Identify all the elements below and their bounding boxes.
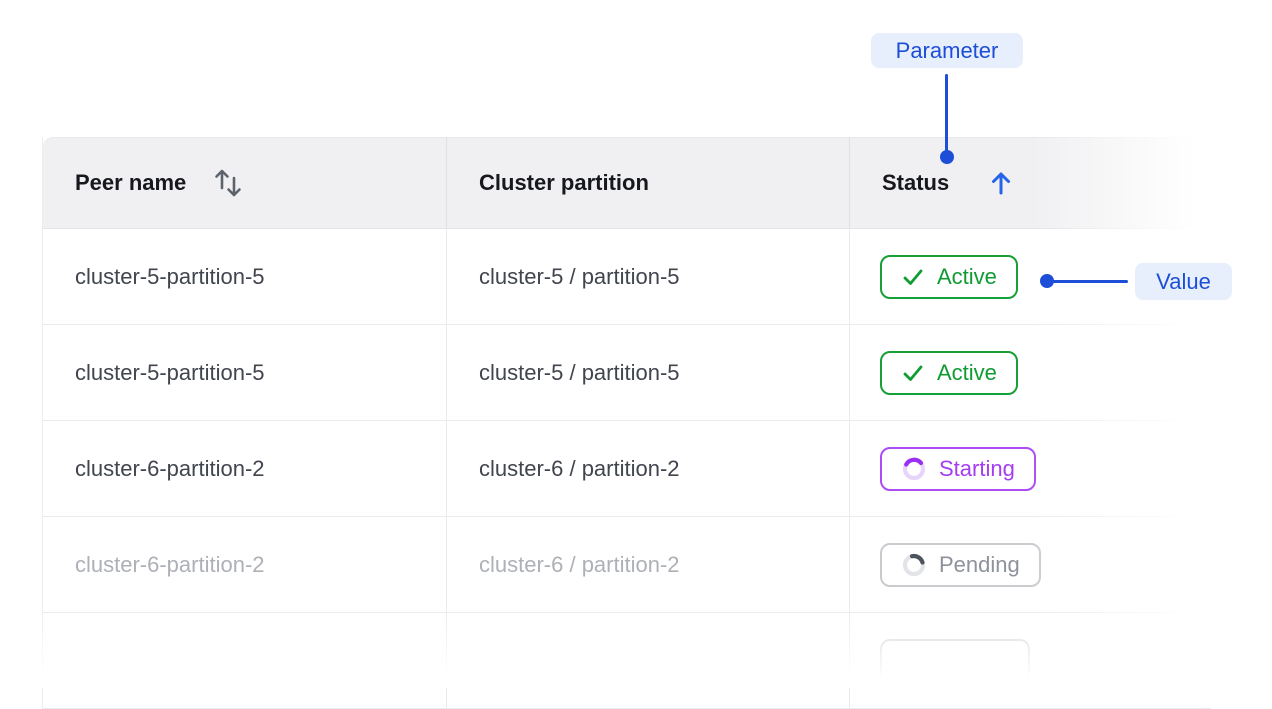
status-badge-label: Active (937, 263, 997, 289)
value-annotation-text: Value (1156, 268, 1211, 294)
cluster-partition-cell: cluster-6 / partition-2 (447, 517, 850, 612)
status-badge (880, 638, 1030, 683)
cluster-partition-value: cluster-5 / partition-5 (479, 263, 680, 289)
parameter-annotation-text: Parameter (895, 37, 999, 63)
cluster-partition-cell (447, 613, 850, 708)
peer-name-value: cluster-5-partition-5 (75, 359, 265, 385)
column-header-label: Cluster partition (479, 170, 649, 195)
table-row[interactable]: cluster-6-partition-2 cluster-6 / partit… (43, 517, 1211, 613)
check-icon (901, 361, 925, 385)
status-cell: Starting (850, 421, 1211, 516)
status-badge-label: Active (937, 359, 997, 385)
cluster-partition-value: cluster-5 / partition-5 (479, 359, 680, 385)
status-badge: Active (880, 254, 1018, 299)
status-cell: Active (850, 229, 1211, 324)
sort-ascending-icon (987, 169, 1015, 197)
peers-table: Peer name Cluster partition Status clust… (42, 137, 1211, 709)
cluster-partition-cell: cluster-5 / partition-5 (447, 325, 850, 420)
spinner-icon (901, 456, 927, 482)
peer-name-value: cluster-6-partition-2 (75, 551, 265, 577)
peer-name-cell: cluster-5-partition-5 (43, 229, 447, 324)
cluster-partition-cell: cluster-6 / partition-2 (447, 421, 850, 516)
column-header-label: Peer name (75, 170, 187, 195)
status-badge-label: Starting (939, 455, 1015, 481)
column-header-label: Status (882, 170, 950, 195)
peer-name-cell: cluster-6-partition-2 (43, 517, 447, 612)
table-row[interactable]: cluster-5-partition-5 cluster-5 / partit… (43, 325, 1211, 421)
parameter-connector-line (945, 74, 948, 151)
parameter-annotation-label: Parameter (871, 33, 1023, 68)
status-cell (850, 613, 1211, 708)
table-row[interactable]: cluster-6-partition-2 cluster-6 / partit… (43, 421, 1211, 517)
table-header-row: Peer name Cluster partition Status (43, 137, 1211, 229)
peer-name-value: cluster-6-partition-2 (75, 455, 265, 481)
peer-name-value: cluster-5-partition-5 (75, 263, 265, 289)
cluster-partition-cell: cluster-5 / partition-5 (447, 229, 850, 324)
spinner-icon (901, 552, 927, 578)
peer-name-cell (43, 613, 447, 708)
status-badge: Starting (880, 446, 1036, 491)
status-badge: Pending (880, 542, 1041, 587)
column-header-peer-name[interactable]: Peer name (43, 138, 447, 228)
check-icon (901, 265, 925, 289)
cluster-partition-value: cluster-6 / partition-2 (479, 455, 680, 481)
status-cell: Active (850, 325, 1211, 420)
value-annotation-label: Value (1135, 263, 1232, 300)
table-row[interactable] (43, 613, 1211, 709)
column-header-cluster-partition[interactable]: Cluster partition (447, 138, 850, 228)
status-cell: Pending (850, 517, 1211, 612)
sort-updown-icon (212, 164, 244, 202)
status-badge: Active (880, 350, 1018, 395)
peer-name-cell: cluster-6-partition-2 (43, 421, 447, 516)
column-header-status[interactable]: Status (850, 138, 1211, 228)
table-row[interactable]: cluster-5-partition-5 cluster-5 / partit… (43, 229, 1211, 325)
parameter-connector-dot (940, 150, 954, 164)
cluster-partition-value: cluster-6 / partition-2 (479, 551, 680, 577)
value-connector-line (1052, 280, 1128, 283)
status-badge-label: Pending (939, 551, 1020, 577)
peer-name-cell: cluster-5-partition-5 (43, 325, 447, 420)
